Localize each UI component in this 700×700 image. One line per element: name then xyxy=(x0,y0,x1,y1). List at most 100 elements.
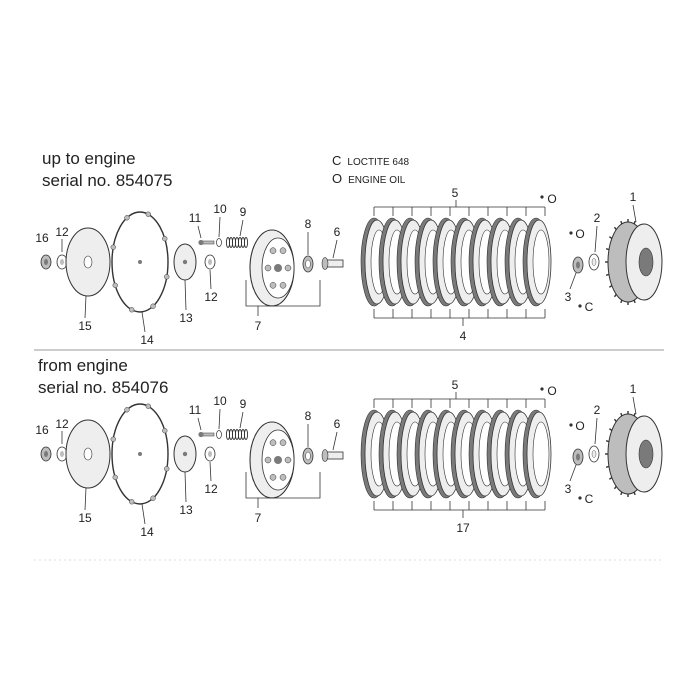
part-7-boss xyxy=(269,439,277,446)
hub-tooth xyxy=(620,220,623,225)
clutch-plate-stack xyxy=(360,217,552,307)
part-14-center xyxy=(138,452,142,456)
leader-3 xyxy=(569,272,577,290)
hub-tooth xyxy=(608,236,613,240)
part-14-bolt-lug xyxy=(124,407,130,413)
hub-tooth xyxy=(605,248,610,251)
part-2-washer-hole xyxy=(591,258,597,266)
part-12-washer-right-hole xyxy=(208,259,212,265)
hub-tooth xyxy=(613,226,617,231)
part-14-bolt-lug xyxy=(110,244,116,250)
plate-inner xyxy=(532,421,550,487)
part-7-boss xyxy=(279,474,287,481)
oil-drop-icon xyxy=(540,195,544,199)
part-14-bolt-lug xyxy=(129,499,135,505)
part-13-center xyxy=(182,451,188,457)
loctite-drop-icon xyxy=(578,496,582,500)
part-14-bolt-lug xyxy=(110,436,116,442)
part-14-bolt-lug xyxy=(112,282,118,288)
legend-loctite-text: LOCTITE 648 xyxy=(347,157,410,168)
label-11: 11 xyxy=(189,211,202,225)
part-13-center xyxy=(182,259,188,265)
part-7-boss xyxy=(279,247,287,254)
hub-tooth xyxy=(608,284,613,288)
hub-tooth xyxy=(608,428,613,432)
label-4: 4 xyxy=(460,329,467,343)
part-7-boss xyxy=(284,264,292,272)
oil-drop-icon-2 xyxy=(569,231,573,235)
part-10-washer xyxy=(216,430,222,439)
part-9-coil xyxy=(243,237,249,248)
label-10: 10 xyxy=(213,394,227,408)
part-7-center xyxy=(274,264,282,272)
part-12-washer-left-hole xyxy=(60,451,64,457)
engine-oil-symbol-icon: O xyxy=(332,171,343,186)
hub-tooth xyxy=(633,412,636,417)
label-14: 14 xyxy=(140,333,154,347)
hub-tooth xyxy=(613,293,617,298)
label-2: 2 xyxy=(594,403,601,417)
leader-10 xyxy=(218,216,221,238)
part-14-bolt-lug xyxy=(145,403,151,409)
bracket-7 xyxy=(245,280,321,307)
hub-center xyxy=(638,439,654,469)
label-12-left: 12 xyxy=(55,225,69,239)
hub-tooth xyxy=(605,440,610,443)
leader-14 xyxy=(141,503,146,525)
part-7-center xyxy=(274,456,282,464)
label-8: 8 xyxy=(305,217,312,231)
label-10: 10 xyxy=(213,202,227,216)
part-14-bolt-lug xyxy=(162,236,168,242)
section-2-title-line2: serial no. 854076 xyxy=(38,378,169,397)
leader-14 xyxy=(141,311,146,333)
hub-tooth xyxy=(613,485,617,490)
leader-12-right xyxy=(209,269,212,290)
oil-drop-icon-2 xyxy=(569,423,573,427)
section-2-title-line1: from engine xyxy=(38,356,128,375)
leader-12-right xyxy=(209,461,212,482)
part-14-bolt-lug xyxy=(129,307,135,313)
part-12-washer-right-hole xyxy=(208,451,212,457)
part-14-bolt-lug xyxy=(150,495,156,501)
part-7-boss xyxy=(279,282,287,289)
part-3-nut-hole xyxy=(576,261,580,269)
label-16: 16 xyxy=(35,231,49,245)
section-1-title-line1: up to engine xyxy=(42,149,136,168)
part-15-disk-center xyxy=(83,255,93,269)
part-2-washer-hole xyxy=(591,450,597,458)
label-2: 2 xyxy=(594,211,601,225)
label-11: 11 xyxy=(189,403,202,417)
leader-11 xyxy=(197,417,202,431)
oil-mark-nut: O xyxy=(575,419,584,433)
part-7-boss xyxy=(279,439,287,446)
leader-13 xyxy=(184,279,187,311)
leader-2 xyxy=(594,225,598,253)
part-7-boss xyxy=(264,456,272,464)
part-1-clutch-hub xyxy=(605,219,663,305)
label-1: 1 xyxy=(630,382,637,396)
leader-10 xyxy=(218,408,221,430)
label-3: 3 xyxy=(565,482,572,496)
label-15: 15 xyxy=(78,511,92,525)
hub-tooth xyxy=(620,299,623,304)
hub-tooth xyxy=(633,299,636,304)
part-11-bolt-head xyxy=(198,239,204,246)
part-8-bearing-bore xyxy=(305,451,311,461)
part-9-spring xyxy=(225,237,249,248)
bracket-7 xyxy=(245,472,321,499)
label-3: 3 xyxy=(565,290,572,304)
clutch-plate-stack xyxy=(360,409,552,499)
label-13: 13 xyxy=(179,503,193,517)
label-16: 16 xyxy=(35,423,49,437)
label-15: 15 xyxy=(78,319,92,333)
label-1: 1 xyxy=(630,190,637,204)
part-7-boss xyxy=(264,264,272,272)
plate-inner xyxy=(532,229,550,295)
leader-11 xyxy=(197,225,202,239)
part-16-nut-hole xyxy=(44,259,48,265)
part-7-boss xyxy=(284,456,292,464)
hub-tooth xyxy=(620,491,623,496)
oil-mark-nut: O xyxy=(575,227,584,241)
